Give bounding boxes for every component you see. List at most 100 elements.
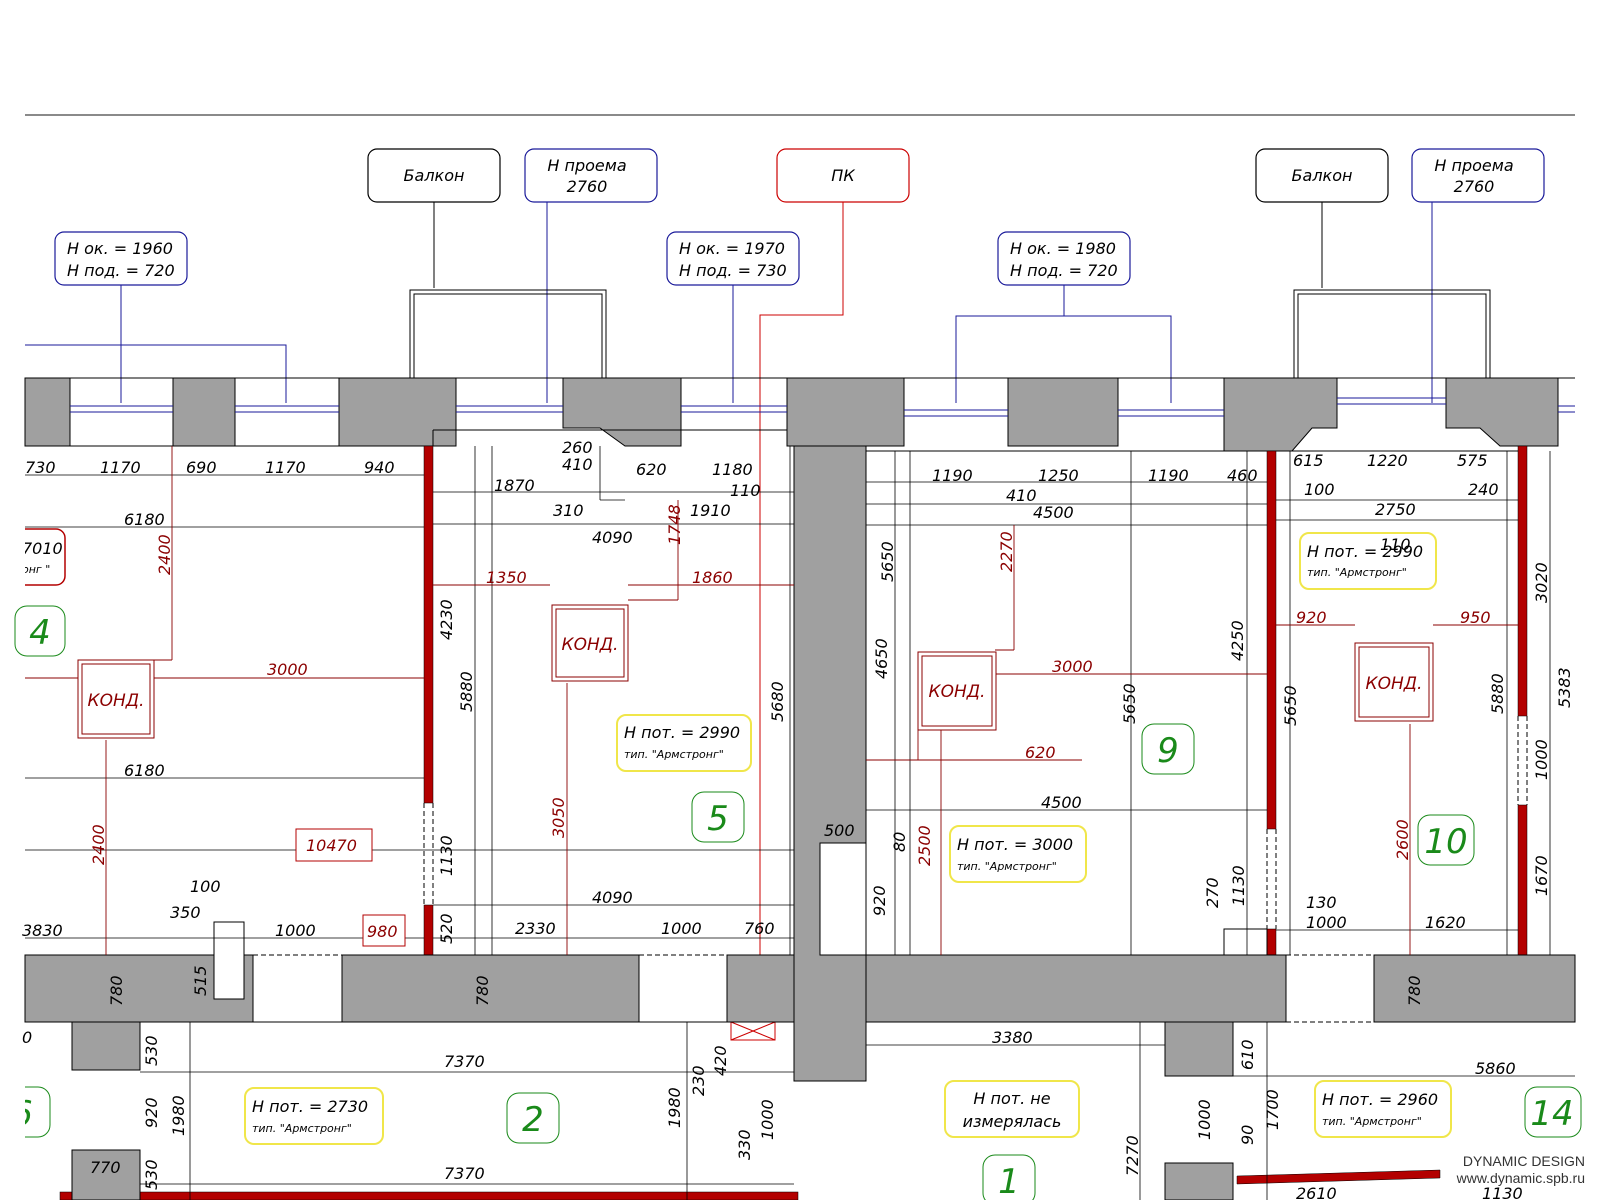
partitions [59,445,1528,1200]
svg-text:1910: 1910 [690,501,731,520]
svg-text:4500: 4500 [1033,503,1074,522]
svg-text:2330: 2330 [515,919,556,938]
room-number-14: 14 [1524,1086,1582,1138]
svg-text:620: 620 [1025,743,1056,762]
svg-text:780: 780 [1405,975,1424,1006]
svg-text:14: 14 [1530,1094,1573,1134]
svg-text:онг ": онг " [22,563,50,576]
svg-text:1170: 1170 [265,458,306,477]
svg-text:КОНД.: КОНД. [929,682,986,702]
svg-text:1000: 1000 [275,921,316,940]
room-lines [140,429,1518,1023]
svg-text:4250: 4250 [1228,620,1247,661]
svg-text:Н под. = 720: Н под. = 720 [67,261,175,280]
svg-text:Н ок. = 1980: Н ок. = 1980 [1010,239,1116,258]
svg-text:Балкон: Балкон [404,166,465,185]
wall-stubs [213,842,1268,1000]
svg-text:2760: 2760 [567,177,608,196]
svg-text:Н пот. = 3000: Н пот. = 3000 [957,835,1073,854]
svg-text:515: 515 [191,965,210,996]
svg-text:3000: 3000 [267,660,308,679]
svg-text:410: 410 [562,455,593,474]
room-number-5: 5 [691,791,745,843]
svg-text:тип. "Армстронг": тип. "Армстронг" [1307,566,1407,579]
svg-text:615: 615 [1293,451,1324,470]
svg-text:тип. "Армстронг": тип. "Армстронг" [957,860,1057,873]
svg-text:Н ок. = 1970: Н ок. = 1970 [679,239,785,258]
svg-text:Н проема: Н проема [1434,156,1513,175]
svg-text:1748: 1748 [665,504,684,545]
svg-text:1670: 1670 [1532,855,1551,896]
label-10470 [295,828,373,862]
svg-text:130: 130 [1306,893,1337,912]
callout-balkon-1: Балкон [367,148,501,288]
svg-text:1700: 1700 [1263,1089,1282,1130]
ceiling-note-room2: Н пот. = 2730 тип. "Армстронг" [244,1087,384,1145]
svg-text:КОНД.: КОНД. [88,691,145,711]
dimension-labels: 730 1170 690 1170 940 6180 6180 2400 240… [22,438,1574,1200]
svg-text:780: 780 [107,975,126,1006]
ac-unit-room10: КОНД. [1354,642,1434,722]
svg-text:920: 920 [870,885,889,916]
svg-text:4650: 4650 [872,638,891,679]
svg-text:2600: 2600 [1393,819,1412,860]
svg-text:2500: 2500 [915,825,934,866]
svg-text:Н пот. = 2730: Н пот. = 2730 [252,1097,368,1116]
svg-text:Н пот. = 2990: Н пот. = 2990 [1307,542,1423,561]
callout-window-2: Н ок. = 1970 Н под. = 730 [666,231,800,403]
svg-text:950: 950 [1460,608,1491,627]
svg-text:770: 770 [90,1158,121,1177]
svg-text:Н под. = 720: Н под. = 720 [1010,261,1118,280]
svg-text:760: 760 [744,919,775,938]
svg-text:270: 270 [1203,877,1222,908]
svg-text:7010: 7010 [22,539,63,558]
wall-inner-lines [25,377,1575,447]
svg-text:1350: 1350 [486,568,527,587]
callout-window-3: Н ок. = 1980 Н под. = 720 [955,231,1172,403]
svg-text:4: 4 [29,613,51,653]
svg-text:780: 780 [473,975,492,1006]
svg-text:4090: 4090 [592,888,633,907]
svg-text:5650: 5650 [878,541,897,582]
svg-text:КОНД.: КОНД. [1366,674,1423,694]
svg-text:5650: 5650 [1120,683,1139,724]
svg-text:Н пот. не: Н пот. не [973,1089,1050,1108]
svg-text:90: 90 [1238,1125,1257,1145]
label-980 [362,914,406,947]
svg-text:420: 420 [711,1045,730,1076]
svg-text:690: 690 [186,458,217,477]
ceiling-note-room1: Н пот. не измерялась [944,1080,1080,1138]
svg-text:5860: 5860 [1475,1059,1516,1078]
svg-text:Н пот. = 2960: Н пот. = 2960 [1322,1090,1438,1109]
svg-text:920: 920 [142,1097,161,1128]
svg-text:6180: 6180 [124,761,165,780]
svg-text:измерялась: измерялась [963,1112,1062,1131]
svg-text:5680: 5680 [768,681,787,722]
room-number-4: 4 [14,605,66,657]
windows [70,397,1575,417]
svg-text:5650: 5650 [1281,685,1300,726]
svg-text:1000: 1000 [1195,1099,1214,1140]
svg-text:4500: 4500 [1041,793,1082,812]
callout-balkon-2: Балкон [1255,148,1389,288]
svg-text:5: 5 [707,799,729,839]
svg-text:ПК: ПК [831,166,855,185]
svg-text:2270: 2270 [997,531,1016,572]
svg-text:3830: 3830 [22,921,63,940]
svg-text:520: 520 [437,913,456,944]
svg-text:4230: 4230 [437,599,456,640]
svg-text:1620: 1620 [1425,913,1466,932]
svg-text:1980: 1980 [665,1087,684,1128]
svg-text:Н проема: Н проема [547,156,626,175]
svg-text:310: 310 [553,501,584,520]
svg-text:9: 9 [1157,731,1179,771]
svg-text:3050: 3050 [549,797,568,838]
svg-text:2400: 2400 [89,824,108,865]
svg-text:110: 110 [1380,535,1411,554]
svg-text:1000: 1000 [661,919,702,938]
ac-unit-room4: КОНД. [77,659,155,739]
svg-text:5880: 5880 [1488,673,1507,714]
callout-opening-height-2: Н проема 2760 [1411,148,1545,403]
ceiling-note-room5: Н пот. = 2990 тип. "Армстронг" [616,714,752,772]
dimension-lines [25,446,1575,1200]
